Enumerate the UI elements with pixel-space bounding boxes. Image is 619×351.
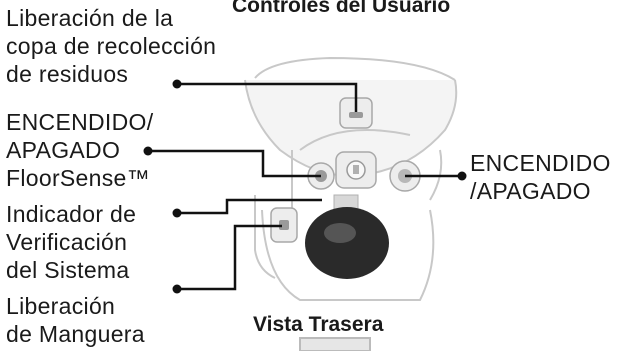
- label-system-check-line-2: Verificación: [6, 229, 128, 255]
- label-waste-cup-line-2: copa de recolección: [6, 33, 217, 59]
- label-system-check-line-3: del Sistema: [6, 257, 130, 283]
- leader-floorsense: [148, 149, 321, 178]
- label-hose-release: Liberación de Manguera: [6, 292, 145, 348]
- label-power: ENCENDIDO /APAGADO: [470, 149, 611, 205]
- leader-waste-cup: [177, 82, 358, 112]
- label-floorsense-line-2: APAGADO: [6, 137, 121, 163]
- label-system-check-line-1: Indicador de: [6, 201, 137, 227]
- label-waste-cup-release: Liberación de la copa de recolección de …: [6, 4, 216, 88]
- waste-cup-release-icon[interactable]: [339, 97, 373, 129]
- rear-connector-knob: [305, 194, 389, 279]
- system-check-icon[interactable]: [335, 151, 377, 189]
- label-hose-release-line-1: Liberación: [6, 293, 116, 319]
- label-floorsense-line-1: ENCENDIDO/: [6, 109, 154, 135]
- label-waste-cup-line-1: Liberación de la: [6, 5, 174, 31]
- label-hose-release-line-2: de Manguera: [6, 321, 145, 347]
- label-power-line-1: ENCENDIDO: [470, 150, 611, 176]
- hose-release-icon[interactable]: [270, 207, 298, 243]
- leader-dot-system-check: [172, 208, 182, 218]
- label-floorsense-line-3: FloorSense™: [6, 165, 150, 191]
- heading-user-controls: Controles del Usuario: [232, 0, 451, 17]
- label-waste-cup-line-3: de residuos: [6, 61, 129, 87]
- heading-rear-view: Vista Trasera: [253, 313, 384, 336]
- leader-system-check: [177, 198, 322, 215]
- label-system-check: Indicador de Verificación del Sistema: [6, 200, 136, 284]
- leader-dot-waste-cup: [172, 79, 182, 89]
- leader-dot-hose-release: [172, 284, 182, 294]
- leader-dot-power: [457, 171, 467, 181]
- leader-dot-floorsense: [143, 146, 153, 156]
- label-power-line-2: /APAGADO: [470, 178, 591, 204]
- label-floorsense-power: ENCENDIDO/ APAGADO FloorSense™: [6, 108, 153, 192]
- leader-hose-release: [177, 224, 282, 291]
